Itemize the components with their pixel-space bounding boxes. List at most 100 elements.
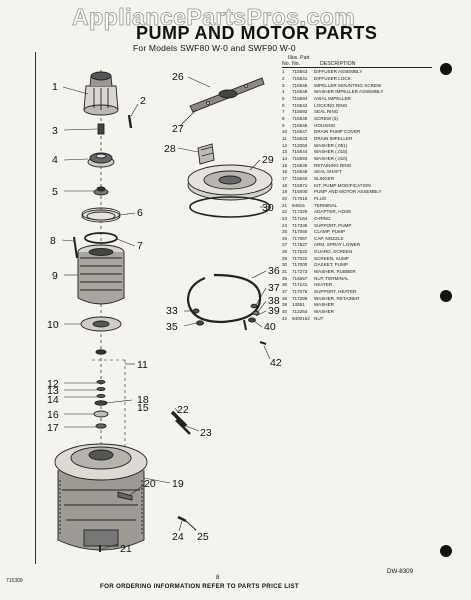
part-no: 715548 <box>292 116 308 121</box>
illus-no: 39 <box>282 302 288 308</box>
callout-15: 15 <box>137 402 149 414</box>
callout-1: 1 <box>52 81 58 93</box>
part-description: WASHER (.015) <box>314 149 348 155</box>
parts-list-header-top: Illus. Part <box>288 55 310 61</box>
illus-no: 17 <box>282 175 288 181</box>
part-description: KIT, PUMP MODIFICATION <box>314 182 371 188</box>
part-description: PUMP AND MOTOR ASSEMBLY <box>314 189 382 195</box>
part-no: 715541 <box>292 76 308 82</box>
axial-impeller <box>93 186 109 196</box>
part-description: WASHER (.051) <box>314 142 348 148</box>
part-description: DIFFUSER LOCK <box>314 76 351 82</box>
part-no: 717067 <box>292 235 308 241</box>
part-no: 715549 <box>292 89 308 95</box>
illus-no: 26 <box>282 235 288 241</box>
illus-no: 15 <box>282 162 288 168</box>
illus-no: 20 <box>282 195 288 201</box>
illus-no: 29 <box>282 255 288 261</box>
part-description: GUARD, SCREEN <box>314 249 353 255</box>
margin-line <box>35 52 36 564</box>
part-description: HEATER <box>314 282 333 288</box>
illus-no: 25 <box>282 229 288 235</box>
part-description: SUPPORT, PUMP <box>314 222 352 228</box>
reference-number: DW-8309 <box>387 568 414 575</box>
part-no: 717527 <box>292 242 308 248</box>
illus-no: 3 <box>282 82 285 88</box>
part-no: 715540 <box>292 175 308 181</box>
part-description: DRAIN PUMP COVER <box>314 129 361 135</box>
housing <box>77 244 125 305</box>
callout-29: 29 <box>262 154 274 166</box>
callout-33: 33 <box>166 305 178 317</box>
illus-no: 22 <box>282 209 288 215</box>
part-no: 715000 <box>292 189 308 195</box>
part-no: 716657 <box>292 275 308 281</box>
illus-no: 28 <box>282 249 288 255</box>
part-no: 717016 <box>292 195 308 201</box>
pump-gasket <box>189 196 271 218</box>
callout-11: 11 <box>137 359 148 371</box>
callout-13: 13 <box>47 385 59 397</box>
part-no: 715544 <box>292 149 308 155</box>
part-no: 717336 <box>292 222 308 228</box>
illus-no: 31 <box>282 269 288 275</box>
part-no: 715871 <box>292 182 308 188</box>
part-no: 715533 <box>292 135 308 141</box>
part-description: WASHER <box>314 309 334 315</box>
callout-37: 37 <box>268 282 280 294</box>
callout-17: 17 <box>47 422 59 434</box>
page-subtitle: For Models SWF80 W-0 and SWF90 W-0 <box>133 43 296 53</box>
part-no: 717522 <box>292 249 308 255</box>
illus-no: 5 <box>282 96 285 102</box>
col-desc-header: DESCRIPTION <box>320 61 356 68</box>
part-description: GASKET, PUMP <box>314 262 348 268</box>
part-description: ARM, SPRAY LOWER <box>314 242 361 248</box>
part-description: WASHER (.010) <box>314 155 348 161</box>
illus-no: 9 <box>282 122 285 128</box>
drain-impeller <box>95 349 107 355</box>
callout-38: 38 <box>268 295 280 307</box>
part-description: LOCKING RING <box>314 102 348 108</box>
washer-impeller <box>87 152 115 168</box>
illus-no: 8 <box>282 116 285 121</box>
part-description: DIFFUSER ASSEMBLY <box>314 69 363 75</box>
locking-ring <box>81 207 121 223</box>
page-number: 8 <box>216 575 220 581</box>
part-no: 717000 <box>292 262 308 268</box>
illus-no: 30 <box>282 262 288 268</box>
part-no: 717164 <box>292 215 308 221</box>
heater-support-washers <box>248 303 260 323</box>
diffuser-lock <box>127 114 133 129</box>
callout-10: 10 <box>47 319 59 331</box>
callout-25: 25 <box>197 531 209 543</box>
binder-hole <box>440 545 452 557</box>
part-no: 715563 <box>292 69 308 75</box>
sump-screen <box>187 164 273 201</box>
screw <box>73 236 78 259</box>
callout-12: 12 <box>47 378 59 390</box>
part-no: 715545 <box>292 122 308 128</box>
part-no: 717060 <box>292 229 308 235</box>
part-no: 14551 <box>292 302 305 308</box>
callout-35: 35 <box>166 321 178 333</box>
part-description: O-RING <box>314 215 331 221</box>
part-no: 715535 <box>292 162 308 168</box>
part-no: 715594 <box>292 96 308 102</box>
callout-40: 40 <box>264 321 276 333</box>
part-no: 715546 <box>292 169 308 175</box>
callout-26: 26 <box>172 71 184 83</box>
callout-8: 8 <box>50 235 56 247</box>
